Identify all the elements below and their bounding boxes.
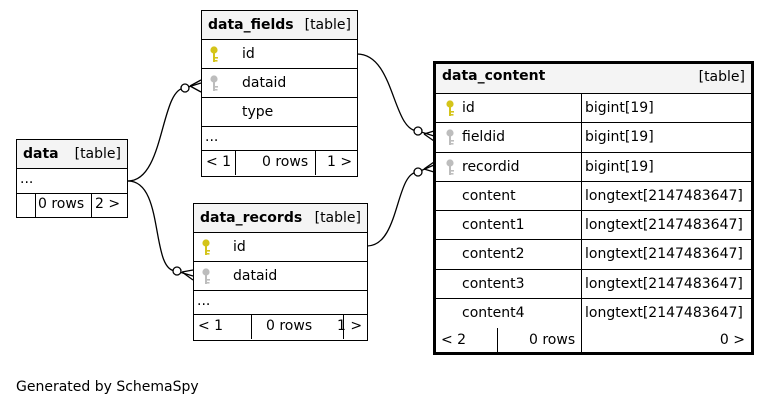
column-type: longtext[2147483647]	[585, 305, 743, 322]
column-name: id	[462, 100, 475, 116]
footer-left: < 2	[441, 332, 467, 349]
column-type: longtext[2147483647]	[585, 187, 743, 204]
table-header: data_fields [table]	[202, 11, 357, 40]
table-kind: [table]	[304, 17, 351, 33]
footer-right: 1 >	[327, 154, 353, 170]
table-footer: < 1 0 rows 1 >	[202, 151, 357, 175]
footer-left: < 1	[198, 318, 224, 334]
relation-crowfoot	[181, 269, 194, 281]
relation-end-circle	[413, 126, 423, 136]
column-name: recordid	[462, 158, 520, 175]
ellipsis: ...	[197, 293, 211, 309]
relation-end-circle	[413, 167, 423, 177]
column-type: bigint[19]	[585, 129, 654, 146]
column-name: content3	[462, 275, 525, 292]
table-data[interactable]: data [table] ... 0 rows 2 >	[16, 139, 128, 218]
column-row: dataid	[194, 262, 367, 291]
column-name: dataid	[242, 75, 287, 91]
column-name: content2	[462, 246, 525, 263]
relation-end-circle	[172, 266, 182, 276]
column-row: content longtext[2147483647]	[436, 181, 751, 212]
column-name: id	[242, 46, 255, 62]
relation-crowfoot	[189, 79, 202, 93]
column-list: id bigint[19] fieldid bigint[19] recordid big…	[436, 94, 751, 329]
foreign-key-icon	[208, 74, 220, 96]
column-name: id	[233, 239, 246, 255]
footer-right: 1 >	[337, 318, 363, 334]
table-header: data_content [table]	[436, 64, 751, 94]
relation-crowfoot	[423, 161, 435, 173]
foreign-key-icon	[444, 158, 456, 180]
table-footer: < 1 0 rows 1 >	[194, 315, 367, 339]
relation-data-to-data-records	[127, 180, 194, 277]
column-row: fieldid bigint[19]	[436, 123, 751, 153]
table-kind: [table]	[314, 210, 361, 226]
table-data-fields[interactable]: data_fields [table] id dataid type ... <…	[201, 10, 358, 177]
footer-rows: 0 rows	[529, 332, 576, 349]
column-row: content2 longtext[2147483647]	[436, 240, 751, 270]
foreign-key-icon	[444, 128, 456, 150]
ellipsis: ...	[205, 129, 219, 145]
footer-right: 0 >	[719, 332, 745, 349]
foreign-key-icon	[200, 267, 212, 289]
table-name: data_fields	[208, 17, 294, 33]
column-row: id	[202, 40, 357, 69]
table-header: data_records [table]	[194, 204, 367, 233]
generated-by-label: Generated by SchemaSpy	[16, 379, 199, 395]
footer-left: < 1	[206, 154, 232, 170]
column-row: content3 longtext[2147483647]	[436, 269, 751, 300]
relation-crowfoot	[423, 130, 435, 142]
relation-fields-to-content	[356, 53, 435, 137]
primary-key-icon	[208, 45, 220, 67]
table-kind: [table]	[698, 69, 745, 85]
primary-key-icon	[200, 238, 212, 260]
table-data-records[interactable]: data_records [table] id dataid ... < 1 0…	[193, 203, 368, 341]
table-footer: 0 rows 2 >	[17, 194, 127, 217]
ellipsis-row: ...	[194, 291, 367, 315]
ellipsis-row: ...	[202, 127, 357, 151]
column-row: dataid	[202, 69, 357, 98]
column-row: content4 longtext[2147483647]	[436, 299, 751, 329]
column-name: dataid	[233, 268, 278, 284]
column-name: content1	[462, 217, 525, 234]
column-type: longtext[2147483647]	[585, 246, 743, 263]
column-name: content	[462, 187, 516, 204]
ellipsis-row: ...	[17, 169, 127, 194]
column-row: id	[194, 233, 367, 262]
column-type: bigint[19]	[585, 100, 654, 116]
primary-key-icon	[444, 99, 456, 121]
column-name: content4	[462, 305, 525, 322]
relation-records-to-content	[366, 164, 435, 247]
footer-rows: 0 rows	[266, 318, 313, 334]
column-row: id bigint[19]	[436, 94, 751, 124]
column-row: recordid bigint[19]	[436, 152, 751, 182]
footer-rows: 0 rows	[262, 154, 309, 170]
table-name: data_content	[442, 68, 546, 84]
table-name: data_records	[200, 210, 303, 226]
column-type: bigint[19]	[585, 158, 654, 175]
column-row: content1 longtext[2147483647]	[436, 211, 751, 241]
table-header: data [table]	[17, 140, 127, 169]
relation-data-to-data-fields	[127, 82, 202, 182]
footer-rows: 0 rows	[38, 196, 85, 212]
table-footer: < 2 0 rows 0 >	[436, 328, 751, 356]
footer-right: 2 >	[95, 196, 121, 212]
relation-end-circle	[180, 83, 190, 93]
table-kind: [table]	[74, 146, 121, 162]
column-name: fieldid	[462, 129, 505, 146]
table-name: data	[23, 146, 59, 162]
column-type: longtext[2147483647]	[585, 275, 743, 292]
column-type: longtext[2147483647]	[585, 217, 743, 234]
ellipsis: ...	[20, 171, 34, 187]
column-name: type	[242, 104, 274, 120]
column-row: type	[202, 98, 357, 127]
